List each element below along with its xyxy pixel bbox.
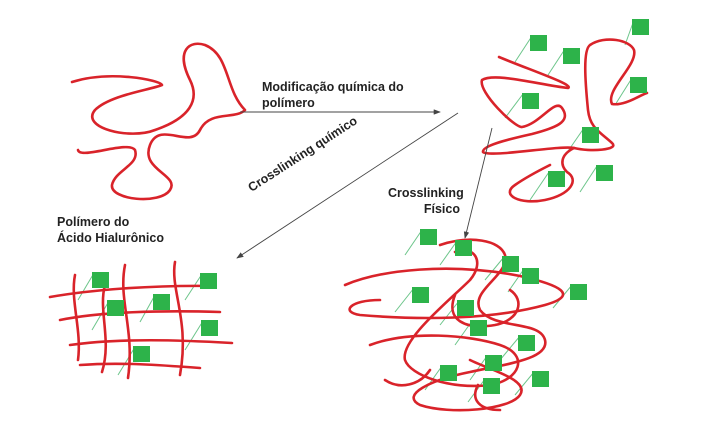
native-polymer-chain [70,42,247,201]
chemical-crosslinked-network [48,260,234,380]
label-line: Físico [423,202,460,216]
label-line: polímero [262,96,315,110]
chemical-crosslinking-arrow [236,112,459,259]
physical-crosslinked-network [343,229,587,412]
modified-polymer [480,19,649,203]
label-line: Modificação química do [262,80,404,94]
physical-crosslinking-label: Crosslinking Físico [388,185,464,217]
label-line: Ácido Hialurônico [57,231,164,245]
physical-crosslinking-arrow [463,127,493,239]
polymer-label: Polímero do Ácido Hialurônico [57,214,164,246]
chemical-modification-label: Modificação química do polímero [262,79,404,111]
label-line: Crosslinking [388,186,464,200]
label-line: Polímero do [57,215,130,229]
